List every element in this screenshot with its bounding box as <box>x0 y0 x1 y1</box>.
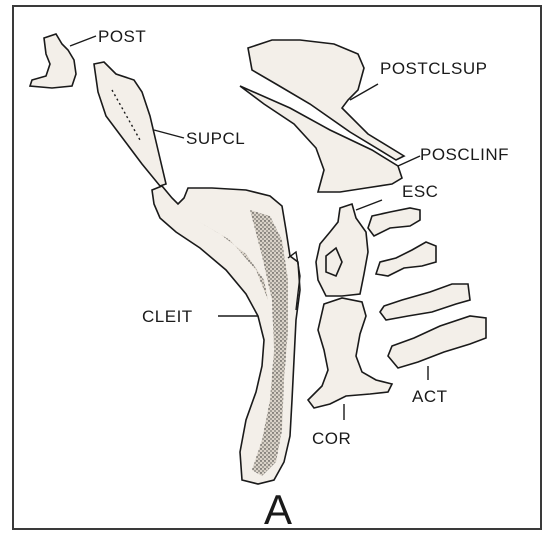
postcleithrum-superior-bone: POSTCLSUP <box>248 40 487 160</box>
label-cor: COR <box>312 429 351 448</box>
supracleithrum-bone: SUPCL <box>94 62 245 186</box>
scapula-bone: ESC <box>316 182 438 296</box>
label-esc: ESC <box>402 182 438 201</box>
actinost-bones: ACT <box>368 208 486 406</box>
label-cleit: CLEIT <box>142 307 193 326</box>
label-supcl: SUPCL <box>186 129 245 148</box>
label-posclinf: POSCLINF <box>420 145 509 164</box>
coracoid-bone: COR <box>308 298 392 448</box>
label-act: ACT <box>412 387 448 406</box>
panel-letter: A <box>264 486 292 533</box>
cleithrum-bone: CLEIT <box>142 186 300 484</box>
label-postclsup: POSTCLSUP <box>380 59 487 78</box>
label-post: POST <box>98 27 146 46</box>
